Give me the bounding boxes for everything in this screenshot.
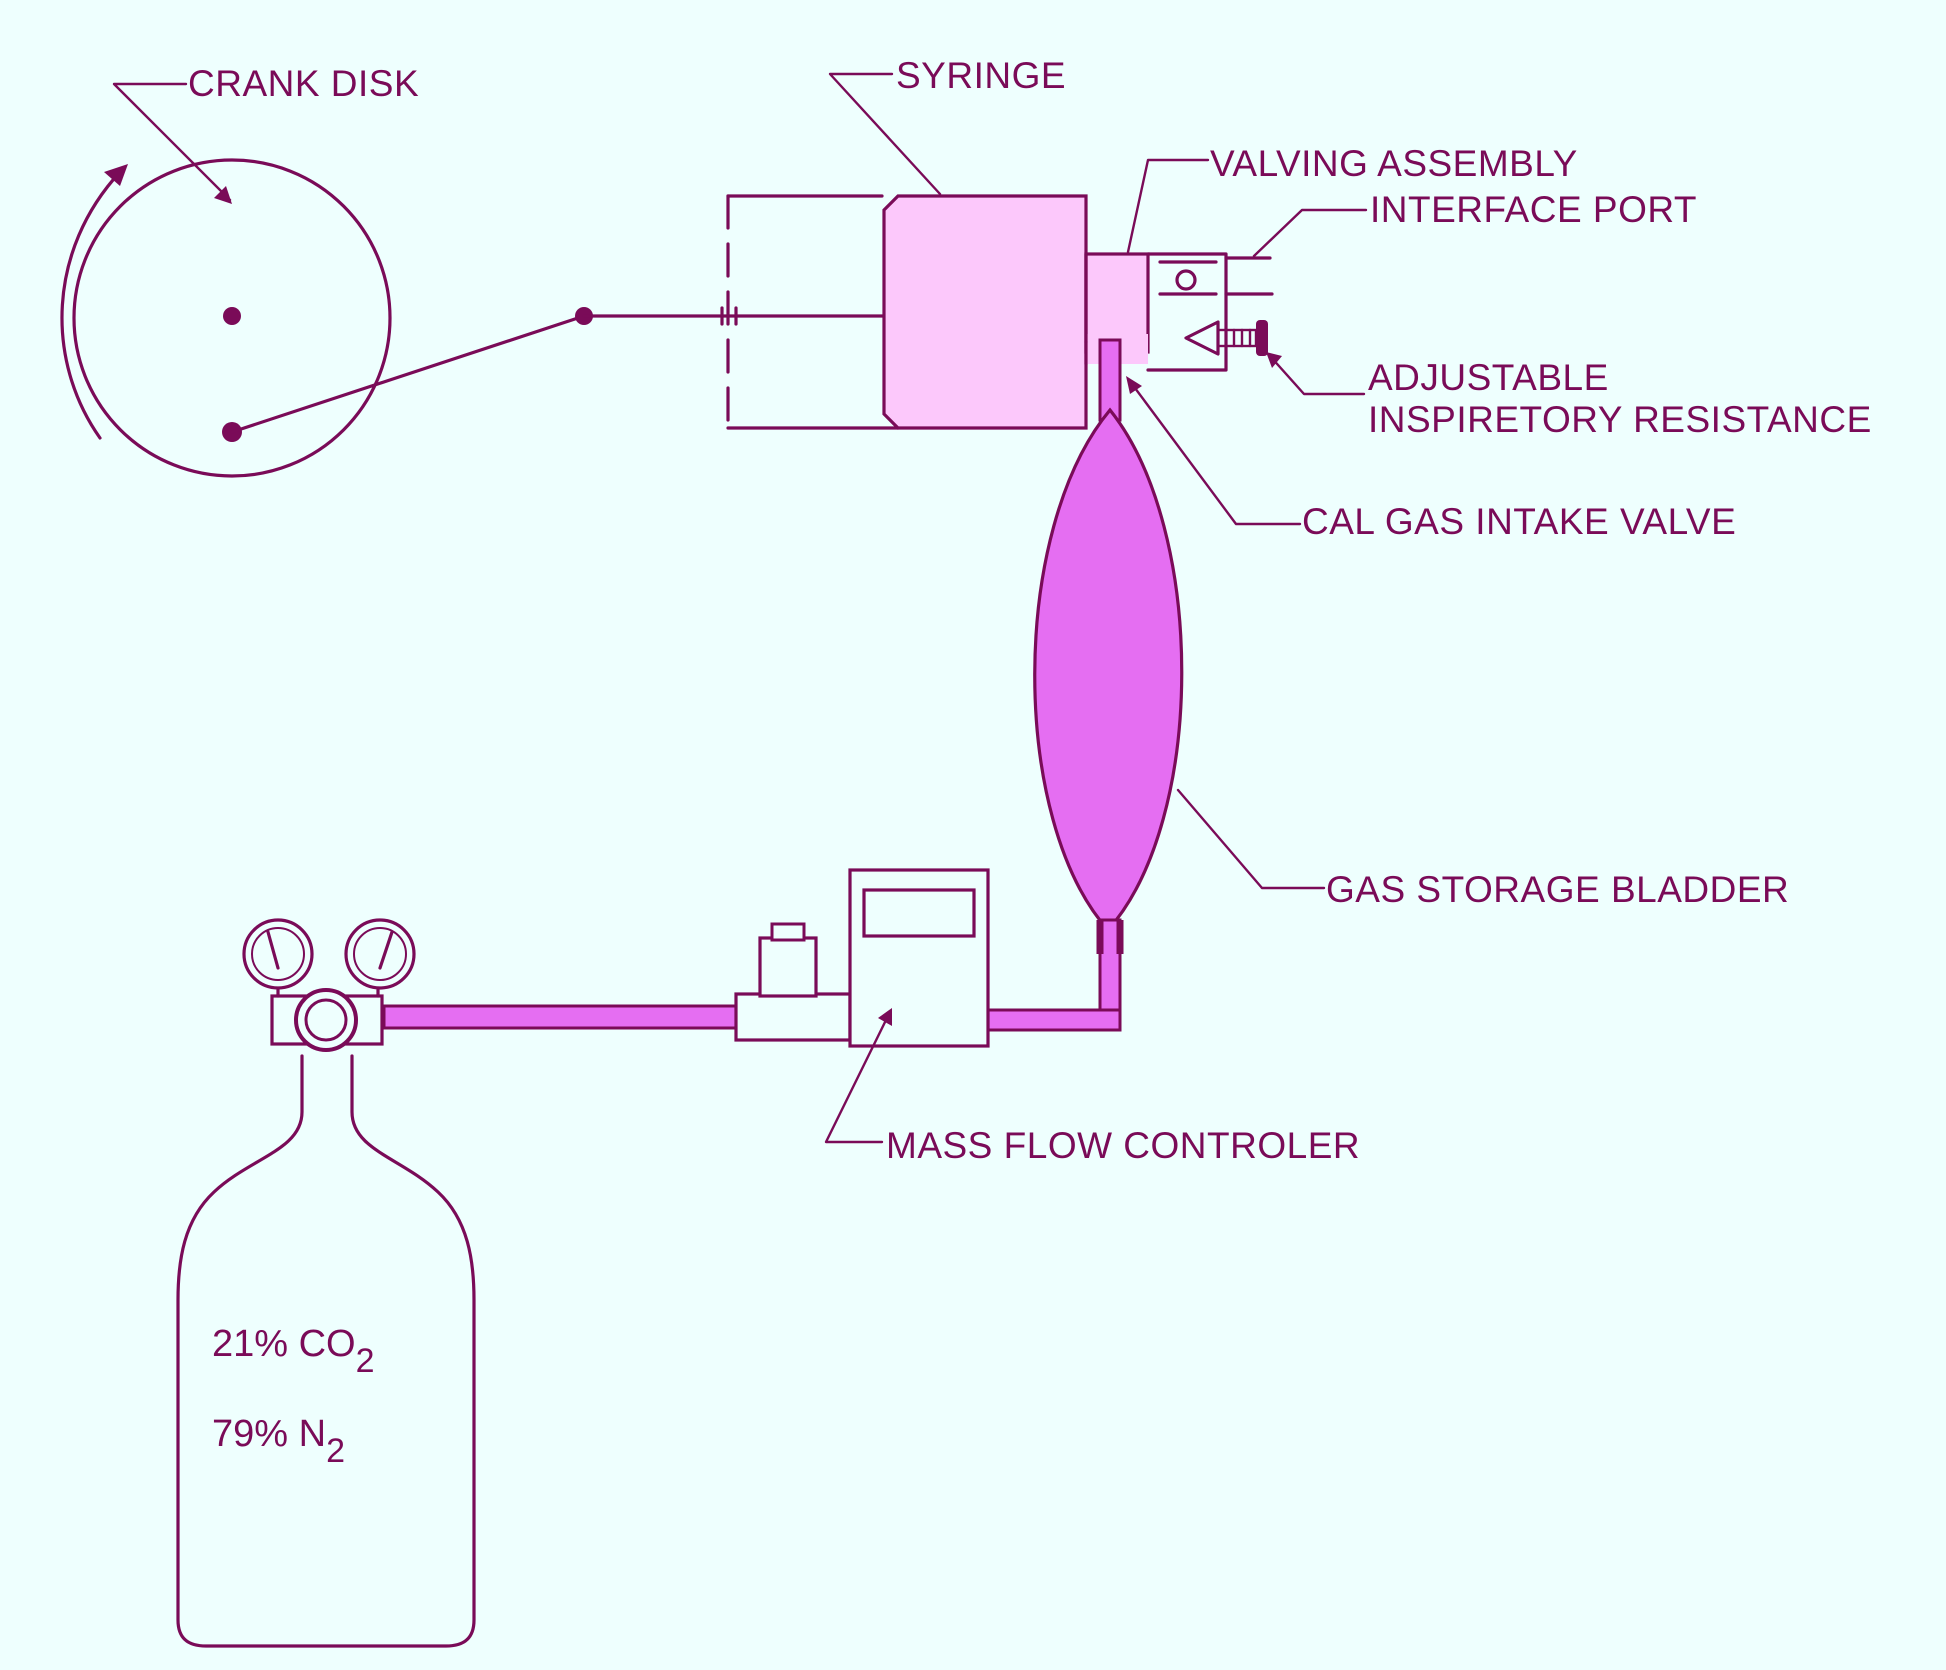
label-valving-assembly: VALVING ASSEMBLY	[1210, 143, 1578, 184]
co2-percentage: 21% CO2	[212, 1323, 375, 1380]
mass-flow-controller	[734, 868, 990, 1048]
n2-percentage: 79% N2	[212, 1413, 345, 1470]
cal-gas-intake-leader-arrow	[1126, 376, 1142, 394]
co2-subscript: 2	[356, 1342, 375, 1380]
crank-disk-leader	[112, 82, 232, 202]
label-cal-gas-intake-valve: CAL GAS INTAKE VALVE	[1302, 501, 1736, 542]
rotation-arrow	[60, 170, 122, 440]
n2-subscript: 2	[326, 1432, 345, 1470]
adjustable-resistance-leader	[1268, 354, 1366, 396]
crank-disk-center-pin	[223, 307, 241, 325]
crank-disk-leader-arrow	[214, 186, 232, 204]
solenoid-body	[758, 936, 818, 998]
controller-display	[862, 888, 976, 938]
crank-disk-circle	[72, 158, 392, 478]
label-adjustable: ADJUSTABLE	[1368, 357, 1609, 398]
check-valve-ball	[1175, 269, 1197, 291]
connecting-rod	[230, 314, 586, 434]
supply-tube	[382, 1004, 742, 1030]
syringe	[720, 194, 1088, 432]
leader-lines	[112, 72, 1368, 1144]
labels: CRANK DISK SYRINGE VALVING ASSEMBLY INTE…	[188, 55, 1872, 1166]
solenoid-base	[734, 992, 852, 1042]
regulator-valve-inner	[304, 998, 348, 1042]
bladder-outlet-tube	[986, 1008, 1122, 1032]
mass-flow-controler-leader-arrow	[878, 1008, 892, 1026]
rotation-arrow-head	[104, 164, 128, 186]
gas-storage-bladder	[1033, 407, 1184, 933]
cylinder-contents: 21% CO2 79% N2	[212, 1323, 375, 1470]
interface-port-leader	[1252, 208, 1368, 258]
label-gas-storage-bladder: GAS STORAGE BLADDER	[1326, 869, 1789, 910]
pressure-gauge-left-face	[251, 927, 305, 981]
gas-tubing	[382, 338, 1184, 1032]
solenoid-cap	[770, 922, 806, 942]
cal-gas-intake-leader	[1130, 382, 1302, 526]
co2-text: 21% CO	[212, 1323, 356, 1365]
pressure-gauge-right-needle	[378, 930, 394, 970]
mass-flow-controler-leader	[824, 1014, 890, 1144]
label-crank-disk: CRANK DISK	[188, 63, 419, 104]
label-syringe: SYRINGE	[896, 55, 1066, 96]
interface-port-housing	[1146, 252, 1228, 372]
resistance-knob	[1256, 320, 1268, 356]
cylinder-body	[176, 1054, 476, 1648]
pressure-gauge-left-needle	[266, 930, 280, 970]
resistance-arrow-head	[1184, 320, 1220, 356]
label-mass-flow-controler: MASS FLOW CONTROLER	[886, 1125, 1360, 1166]
pressure-gauge-right	[344, 918, 416, 990]
syringe-leader	[828, 72, 942, 196]
valving-assembly	[1084, 252, 1274, 372]
gas-cylinder	[176, 918, 476, 1648]
adjustable-resistance-leader-arrow	[1266, 352, 1282, 368]
controller-housing	[848, 868, 990, 1048]
pressure-gauge-left	[242, 918, 314, 990]
pressure-gauge-right-face	[353, 927, 407, 981]
label-interface-port: INTERFACE PORT	[1370, 189, 1697, 230]
gas-storage-bladder-leader	[1176, 788, 1326, 890]
n2-text: 79% N	[212, 1413, 326, 1455]
label-inspiretory-resistance: INSPIRETORY RESISTANCE	[1368, 399, 1872, 440]
syringe-chamber	[882, 194, 1088, 430]
valving-assembly-leader	[1126, 158, 1210, 254]
